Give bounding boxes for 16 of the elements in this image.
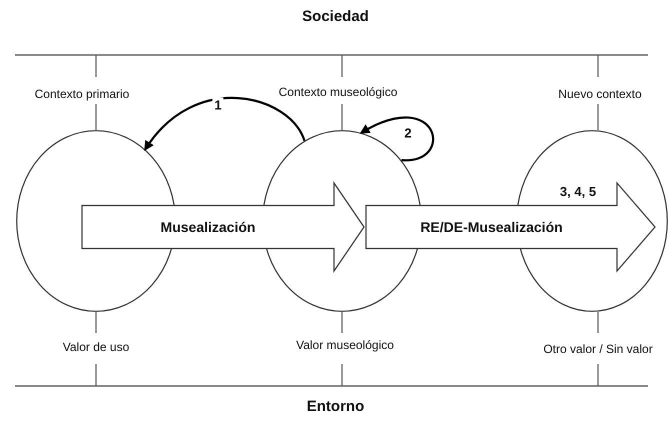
edge-label: 2 xyxy=(402,126,414,140)
step-numbers: 3, 4, 5 xyxy=(560,184,596,198)
context-label: Valor de uso xyxy=(60,340,132,354)
context-label: Otro valor / Sin valor xyxy=(541,342,655,356)
title: Sociedad xyxy=(301,8,370,25)
edge-label: Musealización xyxy=(158,219,258,235)
edge-label: RE/DE-Musealización xyxy=(418,219,565,235)
context-label: Contexto museológico xyxy=(276,85,400,99)
curved-arrow xyxy=(360,116,434,162)
context-label: Valor museológico xyxy=(294,338,396,352)
edge-label: 1 xyxy=(212,98,224,112)
block-arrow xyxy=(81,181,365,273)
context-label: Contexto primario xyxy=(32,87,132,101)
curved-arrow xyxy=(144,97,306,151)
footer-label: Entorno xyxy=(306,398,366,415)
context-label: Nuevo contexto xyxy=(556,87,644,101)
